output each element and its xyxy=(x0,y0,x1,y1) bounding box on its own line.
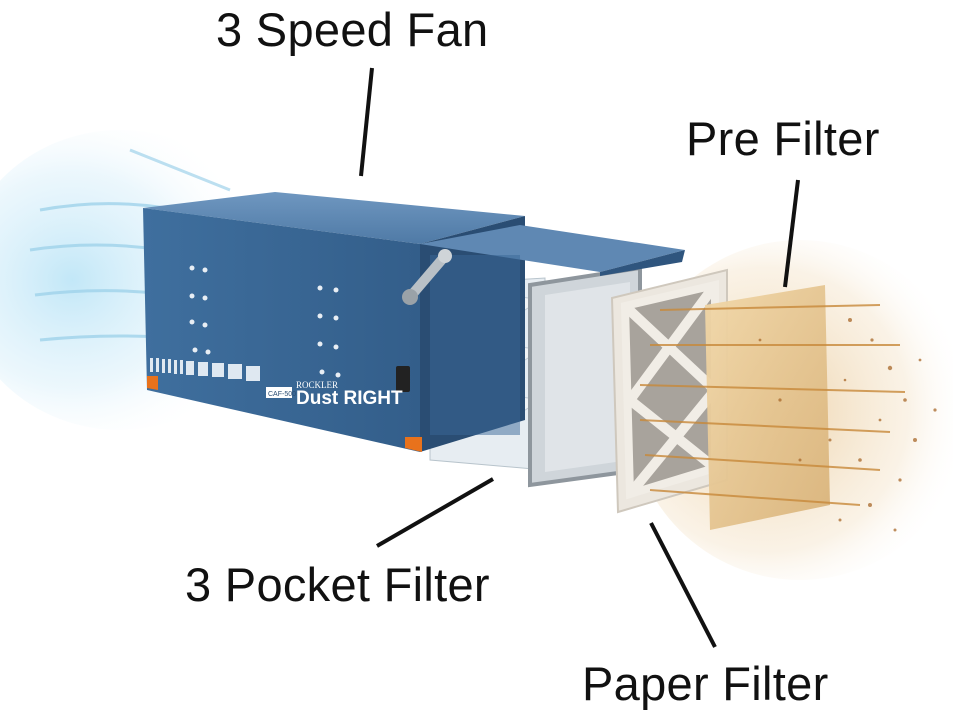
paper-filter xyxy=(610,268,728,514)
model-text: CAF-500 xyxy=(268,391,296,398)
leader-lines xyxy=(359,67,800,648)
fan-housing: CAF-500 ROCKLER Dust RIGHT xyxy=(143,192,685,452)
brand-text: ROCKLER xyxy=(296,380,338,390)
product-text: Dust RIGHT xyxy=(296,388,403,409)
pre-filter-leader-line xyxy=(783,179,800,288)
pocket-filter-label: 3 Pocket Filter xyxy=(185,558,490,611)
fan-leader-line xyxy=(359,67,374,177)
pre-filter-label: Pre Filter xyxy=(686,112,880,165)
paper-filter-label: Paper Filter xyxy=(582,657,829,710)
paper-filter-leader-line xyxy=(649,522,717,648)
pre-filter xyxy=(705,285,830,530)
pocket-filter-leader-line xyxy=(375,477,495,548)
model-badge xyxy=(266,387,292,398)
dust-particles xyxy=(758,318,937,532)
dust-streaks xyxy=(639,304,906,506)
fan-label: 3 Speed Fan xyxy=(216,3,489,56)
